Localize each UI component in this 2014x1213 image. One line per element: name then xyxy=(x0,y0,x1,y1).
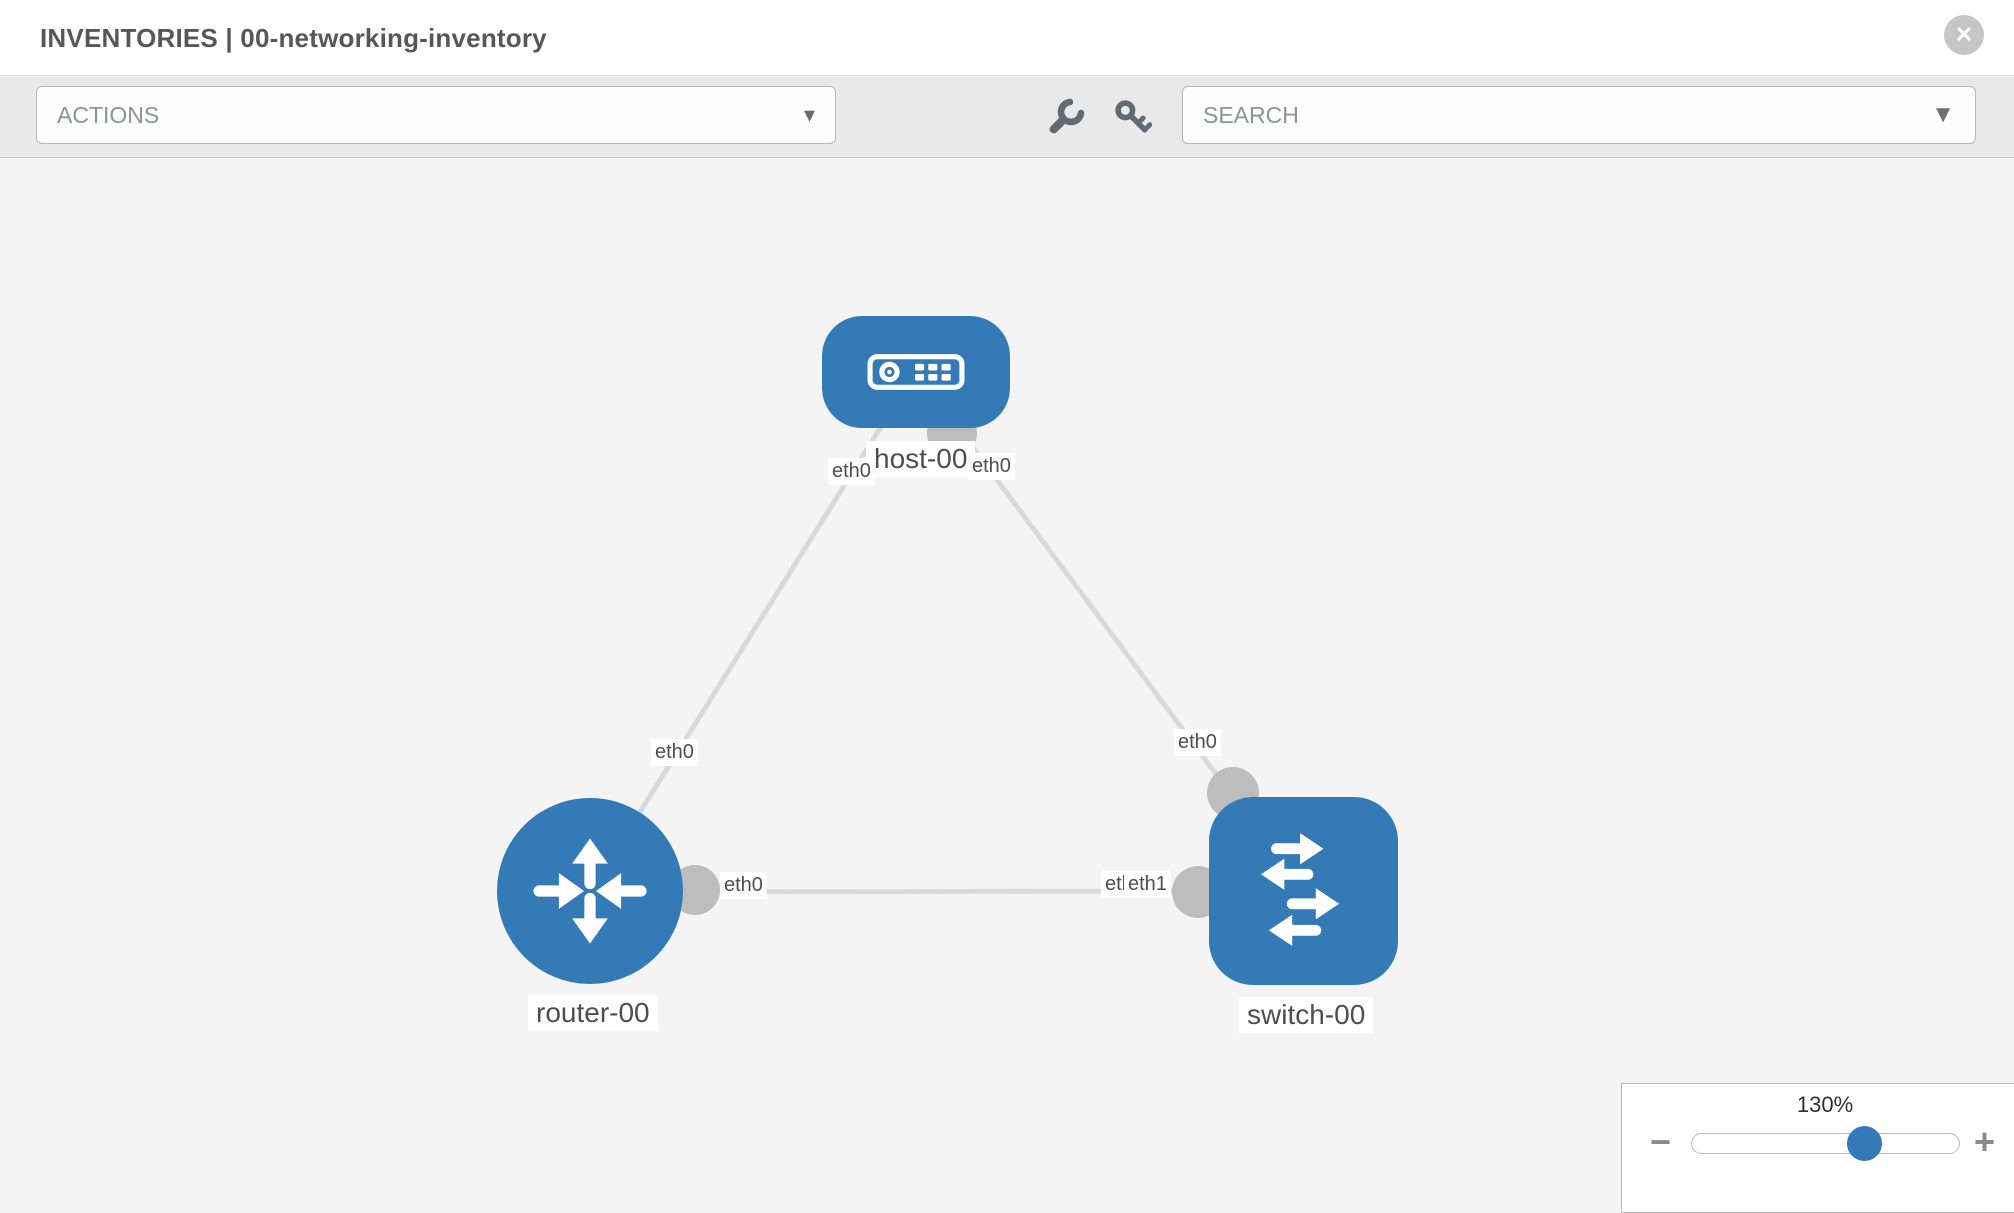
if-label-host-eth0-to-switch: eth0 xyxy=(968,453,1015,480)
node-label-switch: switch-00 xyxy=(1239,997,1374,1033)
configure-button[interactable] xyxy=(1046,97,1086,137)
plus-icon: + xyxy=(1974,1121,1996,1162)
chevron-down-icon: ▾ xyxy=(803,102,815,127)
close-icon: ✕ xyxy=(1954,22,1974,47)
host-icon xyxy=(867,354,965,390)
minus-icon: − xyxy=(1650,1121,1672,1162)
node-label-router: router-00 xyxy=(528,995,658,1031)
zoom-panel: 130% − + xyxy=(1621,1083,2014,1213)
if-label-switch-eth1-to-router: eth1 xyxy=(1124,871,1171,898)
search-placeholder: SEARCH xyxy=(1203,102,1299,128)
node-label-host: host-00 xyxy=(866,441,976,477)
chevron-down-filled-icon: ▼ xyxy=(1931,101,1955,128)
topology-links-layer xyxy=(587,369,1306,918)
search-dropdown[interactable]: SEARCH ▼ xyxy=(1182,86,1976,144)
router-icon xyxy=(533,838,647,944)
node-host-00[interactable] xyxy=(822,316,1010,428)
actions-dropdown[interactable]: ACTIONS ▾ xyxy=(36,86,836,144)
if-label-host-eth0-to-router: eth0 xyxy=(828,458,875,485)
if-label-router-eth0-to-host: eth0 xyxy=(651,739,698,766)
if-label-router-eth0-to-switch: eth0 xyxy=(720,872,767,899)
page-title: INVENTORIES | 00-networking-inventory xyxy=(40,23,547,53)
zoom-slider-handle[interactable] xyxy=(1847,1126,1882,1161)
if-label-switch-eth0-to-host: eth0 xyxy=(1174,729,1221,756)
zoom-slider-track[interactable] xyxy=(1691,1133,1960,1154)
zoom-out-button[interactable]: − xyxy=(1650,1112,1671,1172)
credentials-button[interactable] xyxy=(1112,97,1153,137)
node-switch-00[interactable] xyxy=(1209,797,1398,985)
switch-icon xyxy=(1260,833,1339,946)
page-header: INVENTORIES | 00-networking-inventory ✕ xyxy=(0,0,2014,76)
zoom-level-value: 130% xyxy=(1796,1092,1854,1117)
key-icon xyxy=(1115,100,1153,133)
actions-dropdown-label: ACTIONS xyxy=(57,102,160,128)
wrench-icon xyxy=(1049,98,1085,134)
toolbar: ACTIONS ▾ SEARCH ▼ xyxy=(0,77,2014,158)
close-button[interactable]: ✕ xyxy=(1944,15,1984,55)
topology-canvas[interactable]: host-00 router-00 switch-00 eth0 eth0 et… xyxy=(0,159,2014,1213)
node-router-00[interactable] xyxy=(497,798,683,984)
link-router-switch xyxy=(589,888,1304,895)
zoom-in-button[interactable]: + xyxy=(1974,1112,1995,1172)
